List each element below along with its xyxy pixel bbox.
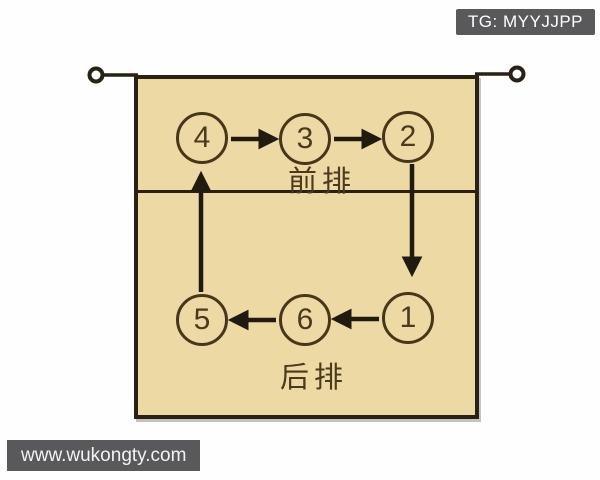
watermark: www.wukongty.com	[7, 440, 201, 471]
net-post-right	[508, 65, 526, 83]
net-post-left	[87, 66, 105, 84]
position-circle-3: 3	[279, 113, 331, 165]
back-row-label: 后排	[279, 362, 348, 394]
position-circle-6: 6	[279, 294, 331, 346]
position-circle-2: 2	[382, 111, 434, 163]
position-circle-1: 1	[382, 292, 434, 344]
attack-line	[134, 190, 479, 193]
tg-badge: TG: MYYJJPP	[455, 9, 595, 35]
position-circle-5: 5	[176, 294, 228, 346]
front-row-label: 前排	[287, 166, 356, 198]
position-circle-4: 4	[176, 112, 228, 164]
